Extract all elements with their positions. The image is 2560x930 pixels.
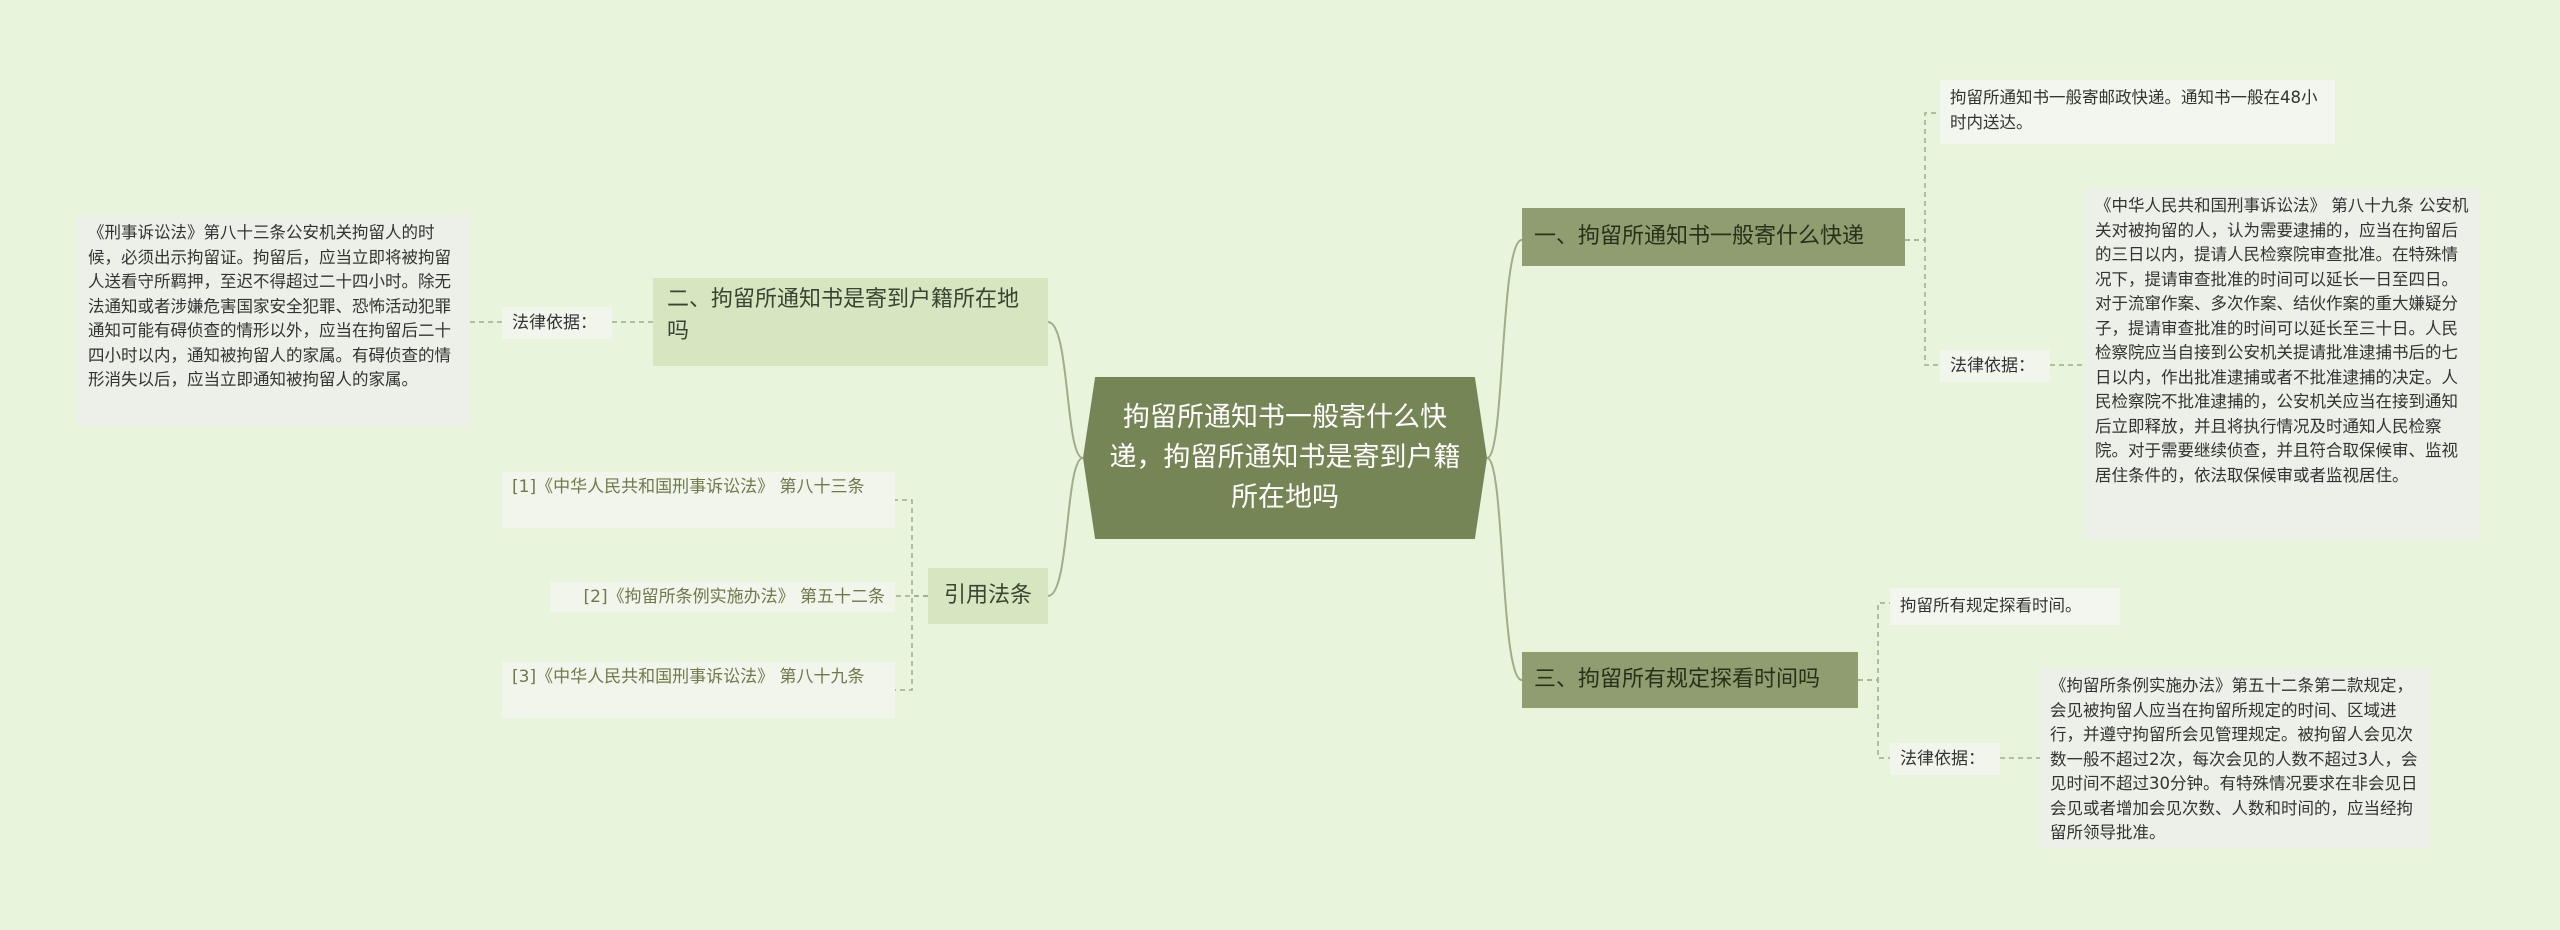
branch-cited-laws[interactable]: 引用法条 bbox=[928, 568, 1048, 624]
connector-ref-3 bbox=[895, 595, 928, 691]
legal-label-text: 法律依据： bbox=[512, 313, 597, 333]
legal-text-content: 《刑事诉讼法》第八十三条公安机关拘留人的时候，必须出示拘留证。拘留后，应当立即将… bbox=[88, 223, 451, 389]
branch-visit-time-note: 拘留所有规定探看时间。 bbox=[1890, 588, 2120, 625]
branch-express-legal-text: 《中华人民共和国刑事诉讼法》 第八十九条 公安机关对被拘留的人，认为需要逮捕的，… bbox=[2085, 188, 2480, 540]
connector-central-left-2 bbox=[1047, 321, 1084, 459]
branch-visit-time-title: 三、拘留所有规定探看时间吗 bbox=[1534, 667, 1821, 692]
connector-central-left-refs bbox=[1047, 457, 1084, 597]
branch-express-title: 一、拘留所通知书一般寄什么快递 bbox=[1534, 224, 1865, 249]
branch-cited-laws-title: 引用法条 bbox=[943, 583, 1032, 608]
cited-law-ref-text: [2]《拘留所条例实施办法》 第五十二条 bbox=[583, 587, 885, 607]
legal-text-content: 《拘留所条例实施办法》第五十二条第二款规定，会见被拘留人应当在拘留所规定的时间、… bbox=[2050, 676, 2418, 842]
branch-domicile-legal-label: 法律依据： bbox=[502, 307, 612, 339]
cited-law-ref-text: [1]《中华人民共和国刑事诉讼法》 第八十三条 bbox=[512, 477, 865, 497]
branch-domicile[interactable]: 二、拘留所通知书是寄到户籍所在地吗 bbox=[653, 278, 1048, 366]
connector-b1-note bbox=[1905, 112, 1940, 241]
branch-express[interactable]: 一、拘留所通知书一般寄什么快递 bbox=[1522, 208, 1905, 266]
connector-central-right-3 bbox=[1486, 457, 1523, 681]
legal-text-content: 《中华人民共和国刑事诉讼法》 第八十九条 公安机关对被拘留的人，认为需要逮捕的，… bbox=[2095, 196, 2469, 485]
cited-law-ref[interactable]: [2]《拘留所条例实施办法》 第五十二条 bbox=[550, 582, 895, 612]
branch-domicile-legal-text: 《刑事诉讼法》第八十三条公安机关拘留人的时候，必须出示拘留证。拘留后，应当立即将… bbox=[78, 215, 470, 427]
legal-label-text: 法律依据： bbox=[1900, 749, 1985, 769]
branch-express-note-text: 拘留所通知书一般寄邮政快递。通知书一般在48小时内送达。 bbox=[1950, 88, 2318, 132]
connector-b3-note bbox=[1858, 602, 1890, 681]
central-topic-text: 拘留所通知书一般寄什么快递，拘留所通知书是寄到户籍所在地吗 bbox=[1109, 402, 1461, 513]
branch-express-legal-label: 法律依据： bbox=[1940, 350, 2050, 382]
branch-domicile-title: 二、拘留所通知书是寄到户籍所在地吗 bbox=[667, 287, 1020, 344]
branch-express-note: 拘留所通知书一般寄邮政快递。通知书一般在48小时内送达。 bbox=[1940, 80, 2335, 144]
connector-b3-legal bbox=[1858, 679, 1890, 759]
branch-visit-time-legal-label: 法律依据： bbox=[1890, 743, 2000, 775]
connector-ref-1 bbox=[895, 499, 928, 597]
cited-law-ref-text: [3]《中华人民共和国刑事诉讼法》 第八十九条 bbox=[512, 667, 865, 687]
branch-visit-time-note-text: 拘留所有规定探看时间。 bbox=[1900, 596, 2082, 615]
connector-b1-legal bbox=[1905, 239, 1940, 366]
connector-central-right-1 bbox=[1486, 239, 1523, 459]
cited-law-ref[interactable]: [3]《中华人民共和国刑事诉讼法》 第八十九条 bbox=[502, 662, 895, 718]
cited-law-ref[interactable]: [1]《中华人民共和国刑事诉讼法》 第八十三条 bbox=[502, 472, 895, 528]
branch-visit-time-legal-text: 《拘留所条例实施办法》第五十二条第二款规定，会见被拘留人应当在拘留所规定的时间、… bbox=[2040, 668, 2430, 848]
legal-label-text: 法律依据： bbox=[1950, 356, 2035, 376]
branch-visit-time[interactable]: 三、拘留所有规定探看时间吗 bbox=[1522, 652, 1858, 708]
central-topic[interactable]: 拘留所通知书一般寄什么快递，拘留所通知书是寄到户籍所在地吗 bbox=[1083, 377, 1487, 539]
